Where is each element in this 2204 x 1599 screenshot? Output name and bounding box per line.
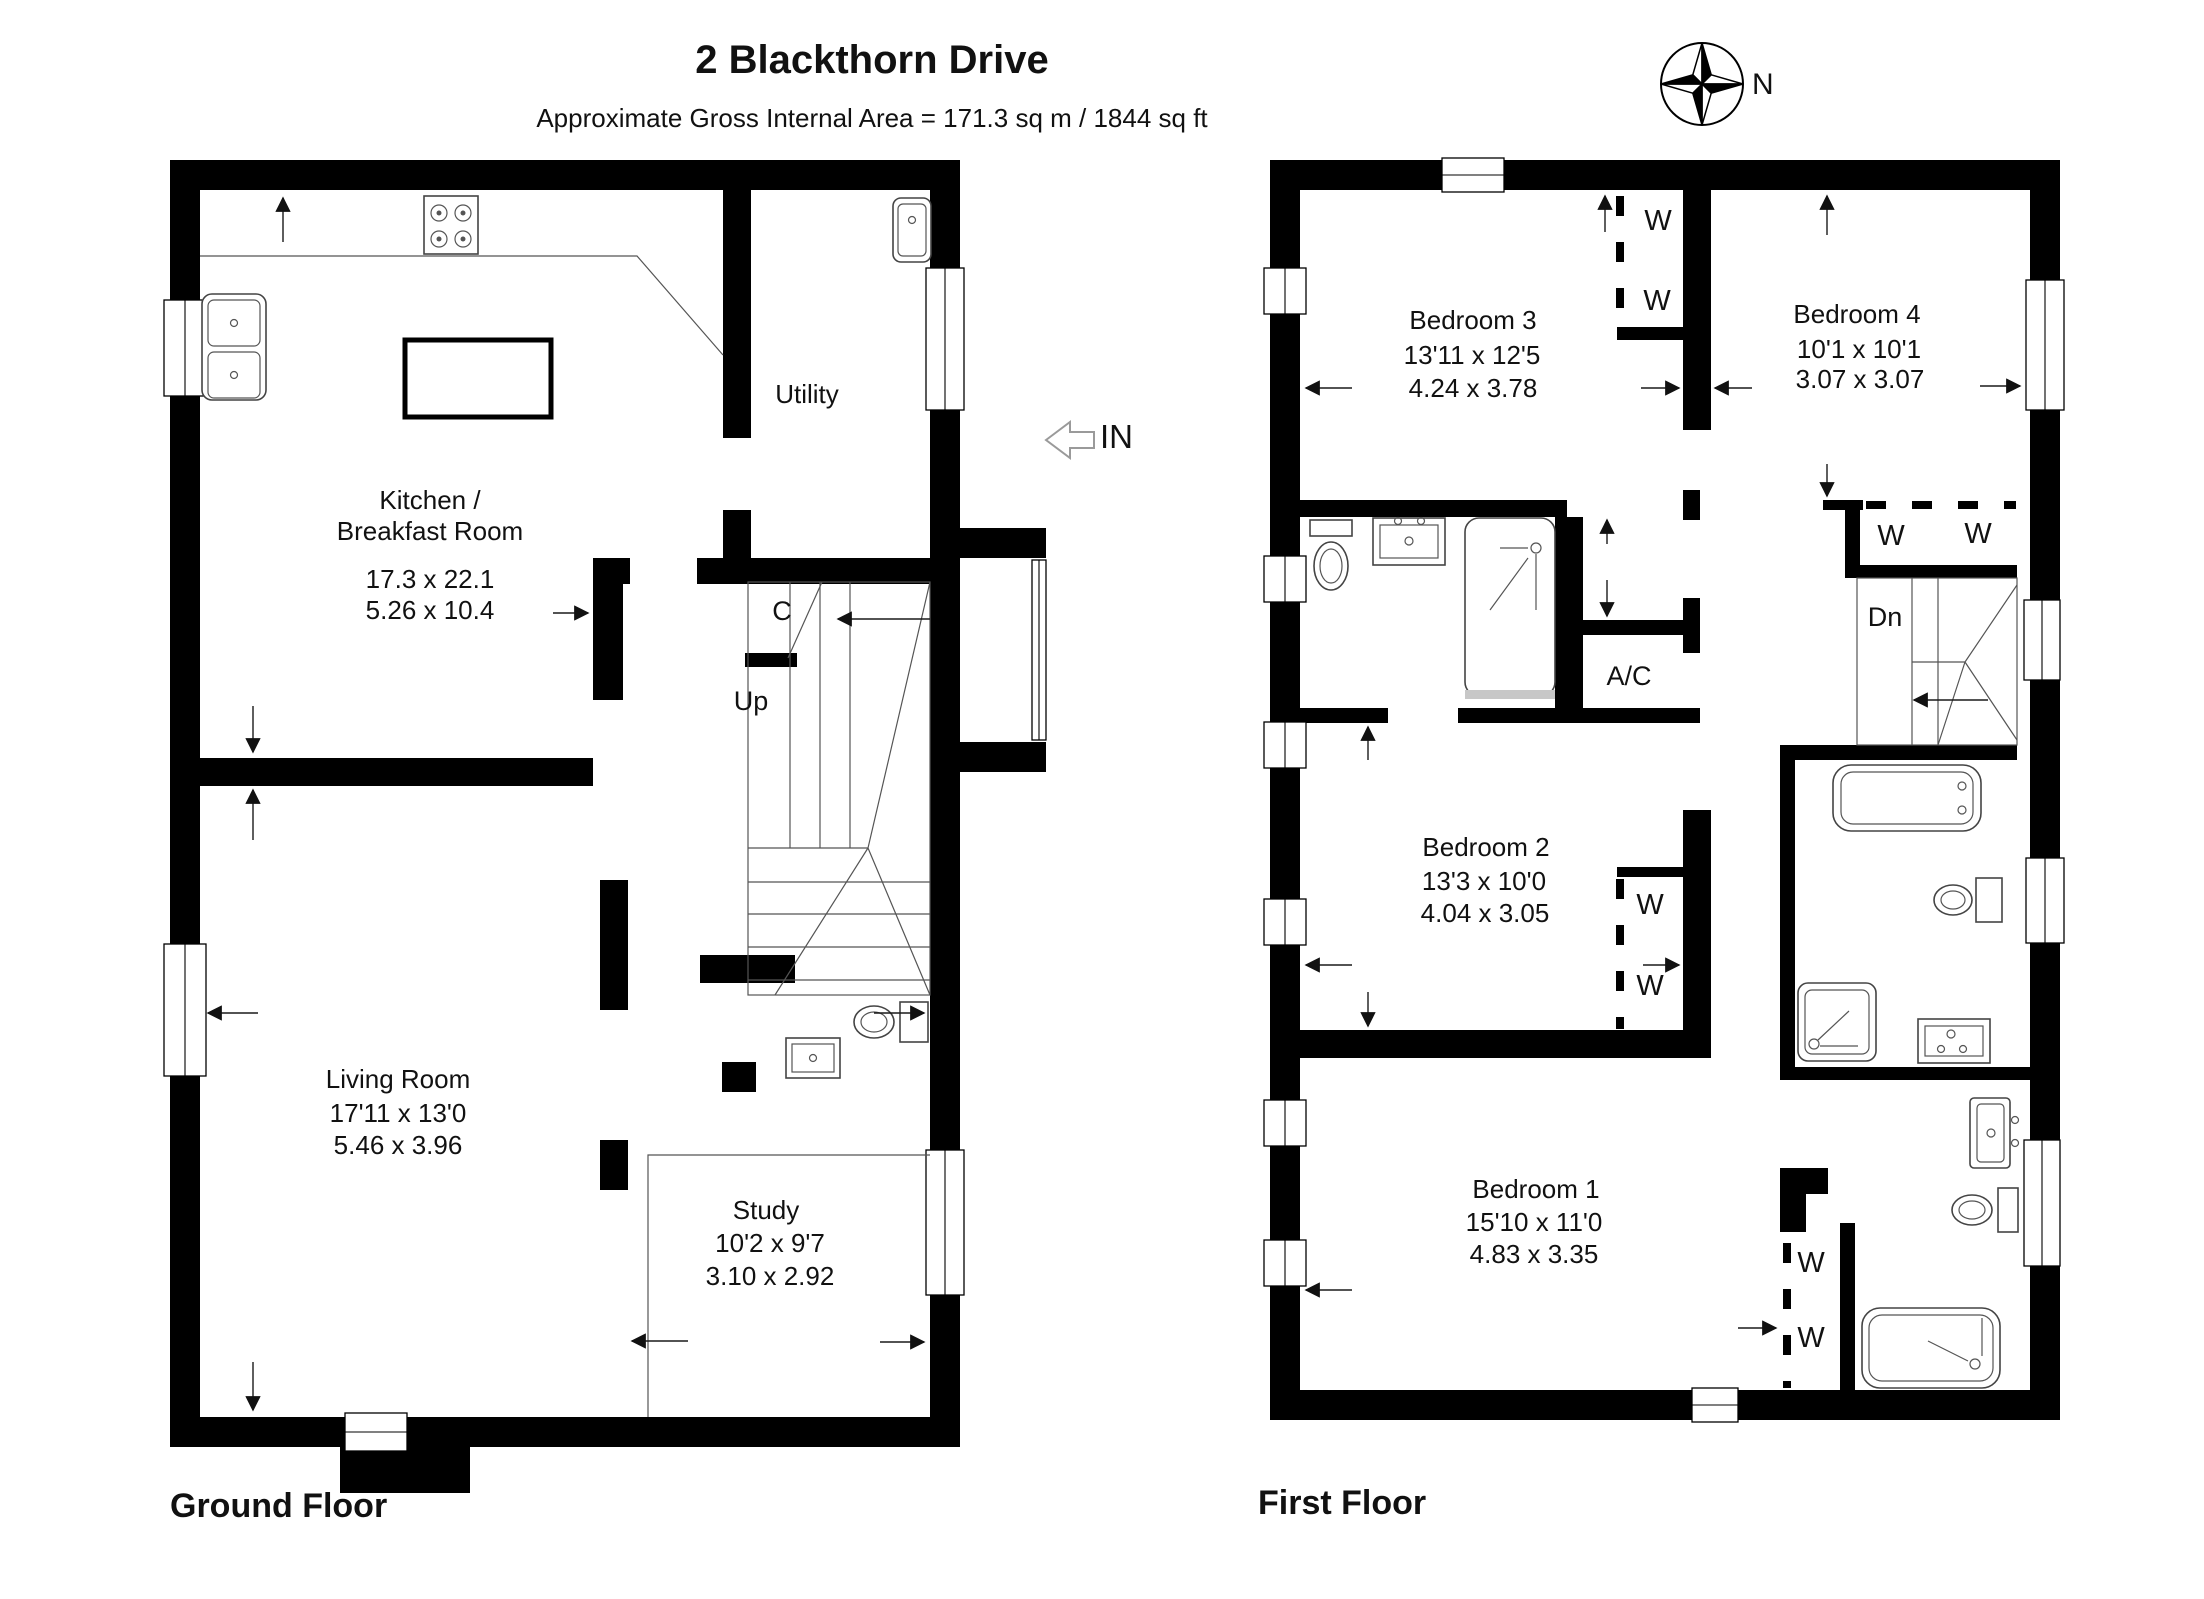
kitchen-island — [402, 337, 554, 420]
window-icon — [2023, 599, 2061, 681]
window-icon — [344, 1412, 408, 1452]
kitchen-counter-line — [200, 255, 724, 356]
wardrobe-label: W — [1636, 970, 1664, 1002]
window-icon — [1263, 555, 1307, 603]
bedroom1-name: Bedroom 1 — [1472, 1174, 1600, 1204]
ground-floor-walls — [170, 160, 1046, 1493]
sink-icon — [1969, 1097, 2020, 1169]
window-icon — [1263, 267, 1307, 315]
window-icon — [925, 267, 965, 411]
wardrobe-label: W — [1644, 205, 1672, 237]
window-icon — [1691, 1387, 1739, 1423]
window-icon — [2025, 857, 2065, 944]
double-sink-icon — [201, 293, 267, 401]
bedroom4-dims-metric: 3.07 x 3.07 — [1795, 364, 1925, 394]
study-dims-metric: 3.10 x 2.92 — [705, 1261, 835, 1291]
bedroom2-name: Bedroom 2 — [1422, 832, 1550, 862]
window-icon — [1263, 898, 1307, 946]
bedroom1-dims-imperial: 15'10 x 11'0 — [1465, 1207, 1603, 1237]
wardrobe-label: W — [1964, 518, 1992, 550]
toilet-icon — [1951, 1187, 2019, 1233]
ground-floor-dimension-arrows — [206, 196, 926, 1412]
sink-icon — [1917, 1018, 1991, 1064]
entrance-label: IN — [1100, 418, 1133, 455]
airing-cupboard-label: A/C — [1606, 661, 1652, 691]
shower-icon — [1797, 982, 1877, 1062]
entrance-arrow-icon — [1044, 420, 1095, 460]
front-door-icon — [1031, 559, 1047, 741]
bedroom3-dims-metric: 4.24 x 3.78 — [1408, 373, 1538, 403]
page-title: 2 Blackthorn Drive — [695, 38, 1049, 82]
window-icon — [1263, 1239, 1307, 1287]
compass-icon — [1660, 42, 1744, 126]
wc-sink-icon — [785, 1037, 841, 1079]
ground-floor-windows — [163, 267, 1047, 1452]
wardrobe-fronts — [1616, 196, 2016, 1388]
window-icon — [163, 943, 207, 1077]
study-dims-imperial: 10'2 x 9'7 — [715, 1228, 825, 1258]
first-floor-windows — [1263, 157, 2065, 1423]
shower-bath-icon — [1464, 517, 1556, 699]
wardrobe-label: W — [1877, 520, 1905, 552]
bedroom4-dims-imperial: 10'1 x 10'1 — [1796, 334, 1922, 364]
first-floor-plan — [1263, 157, 2065, 1423]
toilet-icon — [853, 1001, 929, 1043]
study-outline — [647, 1154, 930, 1417]
study-name: Study — [732, 1195, 800, 1225]
window-icon — [163, 299, 207, 397]
stairs-up-label: Up — [733, 686, 769, 716]
living-room-name: Living Room — [325, 1064, 471, 1094]
stairs-down-label: Dn — [1867, 602, 1903, 632]
kitchen-dims-imperial: 17.3 x 22.1 — [365, 564, 495, 594]
wardrobe-label: W — [1797, 1322, 1825, 1354]
window-icon — [2023, 1139, 2061, 1267]
compass-north-label: N — [1752, 68, 1774, 101]
page-subtitle: Approximate Gross Internal Area = 171.3 … — [536, 103, 1208, 133]
wardrobe-label: W — [1643, 285, 1671, 317]
bedroom4-name: Bedroom 4 — [1793, 299, 1921, 329]
toilet-icon — [1309, 519, 1353, 591]
staircase-up — [747, 581, 931, 996]
cupboard-label: C — [772, 596, 792, 626]
kitchen-dims-metric: 5.26 x 10.4 — [365, 595, 495, 625]
ground-floor-title: Ground Floor — [170, 1487, 388, 1525]
bath-icon — [1832, 764, 1982, 832]
first-floor-walls — [1270, 160, 2060, 1420]
bath-icon — [1861, 1307, 2001, 1389]
first-floor-title: First Floor — [1258, 1484, 1427, 1522]
bedroom1-dims-metric: 4.83 x 3.35 — [1469, 1239, 1599, 1269]
hob-icon — [423, 195, 479, 255]
utility-sink-icon — [892, 197, 932, 263]
bedroom2-dims-metric: 4.04 x 3.05 — [1420, 898, 1550, 928]
window-icon — [2025, 279, 2065, 411]
kitchen-name-line2: Breakfast Room — [336, 516, 524, 546]
wardrobe-label: W — [1636, 889, 1664, 921]
sink-icon — [1372, 516, 1446, 566]
wardrobe-label: W — [1797, 1247, 1825, 1279]
living-room-dims-imperial: 17'11 x 13'0 — [329, 1098, 467, 1128]
staircase-down — [1856, 577, 2018, 746]
window-icon — [925, 1149, 965, 1296]
window-icon — [1263, 1099, 1307, 1147]
bedroom2-dims-imperial: 13'3 x 10'0 — [1421, 866, 1547, 896]
first-floor-dimension-arrows — [1304, 194, 2022, 1336]
window-icon — [1441, 157, 1505, 193]
window-icon — [1263, 721, 1307, 769]
ground-floor-plan — [163, 160, 1047, 1493]
living-room-dims-metric: 5.46 x 3.96 — [333, 1130, 463, 1160]
toilet-icon — [1933, 877, 2003, 923]
bedroom3-name: Bedroom 3 — [1409, 305, 1537, 335]
bedroom3-dims-imperial: 13'11 x 12'5 — [1403, 340, 1541, 370]
kitchen-name-line1: Kitchen / — [379, 485, 481, 515]
utility-name: Utility — [775, 379, 839, 409]
